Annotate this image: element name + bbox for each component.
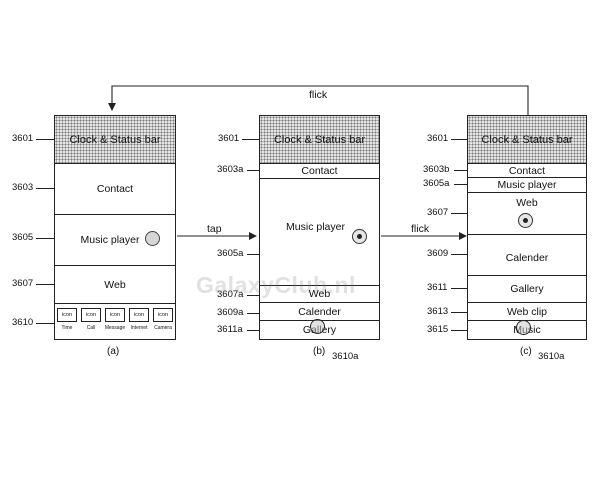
ref-3609-c: 3609 xyxy=(427,248,449,259)
screen-b: Clock & Status bar Contact Music player … xyxy=(259,115,380,340)
clock-status-bar: Clock & Status bar xyxy=(260,116,379,164)
ref-3611-c: 3611 xyxy=(427,282,448,293)
ref-leader xyxy=(454,170,467,171)
ref-leader xyxy=(451,330,467,331)
ref-3607-a: 3607 xyxy=(12,278,34,289)
contact-section[interactable]: Contact xyxy=(260,164,379,179)
ref-leader xyxy=(36,284,54,285)
ref-leader xyxy=(36,323,54,324)
icon-dock: icon Time icon Call icon Message icon In… xyxy=(55,304,175,339)
web-section[interactable]: Web xyxy=(260,286,379,303)
ref-3613-c: 3613 xyxy=(427,306,449,317)
time-icon-label: Time xyxy=(61,325,73,331)
ref-leader xyxy=(247,254,259,255)
ref-3603-a: 3603 xyxy=(12,182,34,193)
touch-point-icon xyxy=(523,218,528,223)
ref-leader xyxy=(247,170,259,171)
ref-3603a-b: 3603a xyxy=(217,164,244,175)
ref-3607a-b: 3607a xyxy=(217,289,244,300)
ref-leader xyxy=(36,188,54,189)
touch-point-icon xyxy=(145,231,160,246)
web-section[interactable]: Web xyxy=(468,193,586,235)
ref-3605a-c: 3605a xyxy=(423,178,450,189)
web-clip-section[interactable]: Web clip xyxy=(468,303,586,321)
ref-leader xyxy=(451,254,467,255)
internet-icon-label: Internet xyxy=(130,325,148,331)
web-section[interactable]: Web xyxy=(55,266,175,304)
ref-leader xyxy=(247,295,259,296)
music-player-section[interactable]: Music player xyxy=(55,215,175,266)
gallery-section[interactable]: Gallery xyxy=(468,276,586,303)
ref-3605-a: 3605 xyxy=(12,232,34,243)
music-player-section[interactable]: Music player xyxy=(468,178,586,193)
caption-c: (c) xyxy=(520,346,532,357)
ref-leader xyxy=(36,139,54,140)
ref-leader xyxy=(451,213,467,214)
ref-leader xyxy=(451,288,467,289)
ref-leader xyxy=(247,313,259,314)
flick-label-right: flick xyxy=(411,223,430,235)
call-icon-label: Call xyxy=(86,325,96,331)
ref-3601-a: 3601 xyxy=(12,133,34,144)
ref-3610-a: 3610 xyxy=(12,317,34,328)
ref-3615-c: 3615 xyxy=(427,324,449,335)
web-label: Web xyxy=(516,197,538,209)
watermark: GalaxyClub.nl xyxy=(196,272,356,298)
caption-b: (b) xyxy=(313,346,326,357)
screen-c: Clock & Status bar Contact Music player … xyxy=(467,115,587,340)
ref-3609a-b: 3609a xyxy=(217,307,244,318)
touch-point-icon xyxy=(357,234,362,239)
music-player-label: Music player xyxy=(286,221,345,233)
clock-status-bar: Clock & Status bar xyxy=(468,116,586,164)
ref-leader xyxy=(247,330,259,331)
contact-section[interactable]: Contact xyxy=(468,164,586,178)
ref-leader xyxy=(242,139,259,140)
ref-3611a-b: 3611a xyxy=(217,324,243,335)
ref-leader xyxy=(454,184,467,185)
time-icon[interactable]: icon xyxy=(57,308,77,322)
ref-3610a-b: 3610a xyxy=(332,351,359,362)
ref-3601-c: 3601 xyxy=(427,133,449,144)
calender-section[interactable]: Calender xyxy=(468,235,586,276)
music-player-section[interactable]: Music player xyxy=(260,179,379,286)
camera-icon[interactable]: icon xyxy=(153,308,173,322)
clock-status-bar: Clock & Status bar xyxy=(55,116,175,164)
ref-3601-b: 3601 xyxy=(218,133,240,144)
ref-3610a-c: 3610a xyxy=(538,351,565,362)
internet-icon[interactable]: icon xyxy=(129,308,149,322)
message-icon[interactable]: icon xyxy=(105,308,125,322)
music-player-label: Music player xyxy=(80,234,140,246)
contact-section[interactable]: Contact xyxy=(55,164,175,215)
calender-label: Calender xyxy=(505,252,549,264)
ref-3605a-b: 3605a xyxy=(217,248,244,259)
ref-3607-c: 3607 xyxy=(427,207,449,218)
ref-leader xyxy=(36,238,54,239)
touch-point-icon xyxy=(310,319,325,334)
caption-a: (a) xyxy=(107,346,120,357)
camera-icon-label: Camera xyxy=(154,325,172,331)
screen-a: Clock & Status bar Contact Music player … xyxy=(54,115,176,340)
message-icon-label: Message xyxy=(104,325,126,331)
ref-leader xyxy=(451,139,467,140)
flick-label-top: flick xyxy=(309,89,328,101)
call-icon[interactable]: icon xyxy=(81,308,101,322)
ref-3603b-c: 3603b xyxy=(423,164,450,175)
ref-leader xyxy=(451,312,467,313)
touch-point-icon xyxy=(516,320,531,335)
tap-label: tap xyxy=(207,223,222,235)
flick-loop-arrow xyxy=(108,85,529,115)
